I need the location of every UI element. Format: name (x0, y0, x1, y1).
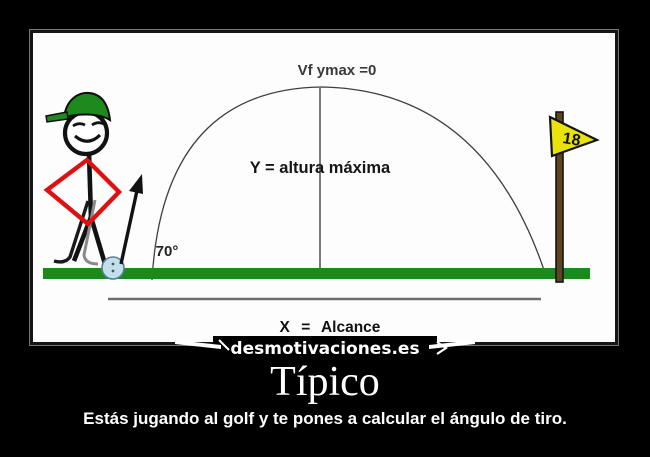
diagram-frame: 18 Vf ymax =0 Y = altura máxima 70° X = … (30, 30, 618, 345)
golfer-right-eye (91, 121, 105, 127)
red-diamond (43, 157, 123, 227)
flag-pennant (548, 115, 600, 158)
golfer-figure (43, 91, 123, 266)
cap-brim (45, 111, 69, 123)
golf-club-black (53, 200, 90, 264)
watermark-left-wing (175, 340, 221, 349)
golf-ball (101, 256, 125, 280)
golf-flag: 18 (548, 111, 600, 283)
golfer-smile (73, 133, 102, 143)
golf-club-gray (82, 199, 99, 266)
watermark-ribbon: desmotivaciones.es (175, 336, 475, 361)
watermark-right-wing (429, 340, 475, 349)
watermark-band (213, 336, 437, 361)
flag-pole (555, 111, 564, 283)
ground-bar (43, 268, 590, 279)
watermark-left-fold (218, 339, 230, 351)
apex-velocity-label: Vf ymax =0 (298, 62, 377, 79)
watermark-chevron (436, 341, 448, 355)
projectile-golf-diagram: 18 Vf ymax =0 Y = altura máxima 70° X = … (43, 62, 600, 336)
flag-number: 18 (561, 130, 581, 150)
trajectory-arc (151, 86, 547, 281)
max-height-label: Y = altura máxima (250, 159, 391, 177)
range-label: X = Alcance (280, 319, 381, 336)
poster-title: Típico (270, 359, 380, 405)
golfer-right-leg (88, 216, 108, 265)
green-cap (62, 91, 112, 122)
poster-caption: Estás jugando al golf y te pones a calcu… (83, 409, 567, 428)
watermark-text: desmotivaciones.es (230, 339, 419, 359)
angle-label: 70° (156, 243, 179, 260)
launch-arrow (119, 174, 143, 265)
golfer-head (62, 109, 110, 157)
golfer-left-eye (72, 122, 86, 128)
